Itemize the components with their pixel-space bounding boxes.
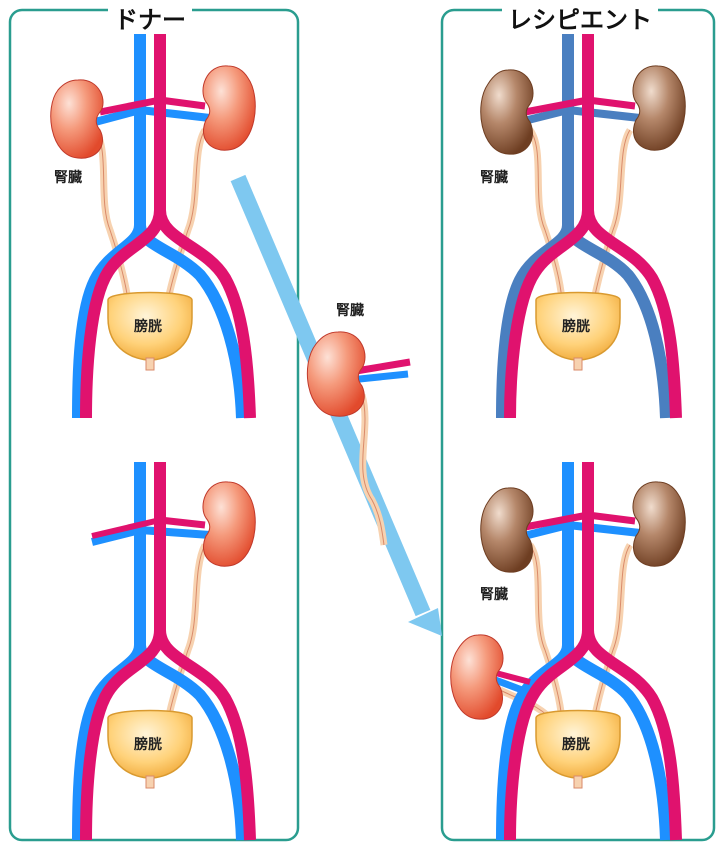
kidney-label-recipient-top: 腎臓: [480, 167, 508, 187]
recipient-title: レシピエント: [502, 6, 658, 34]
bladder-label-donor-bottom: 膀胱: [134, 734, 162, 754]
recipient-top-anatomy: [481, 20, 686, 418]
bladder-label-donor-top: 膀胱: [134, 316, 162, 336]
bladder-label-recipient-top: 膀胱: [562, 316, 590, 336]
donor-bottom-anatomy: [78, 462, 255, 840]
kidney-label-donor: 腎臓: [54, 167, 82, 187]
recipient-bottom-anatomy: [451, 462, 686, 840]
donor-top-anatomy: [51, 20, 256, 418]
bladder-label-recipient-bottom: 膀胱: [562, 734, 590, 754]
kidney-label-transfer: 腎臓: [336, 300, 364, 320]
transplant-kidney: [307, 332, 410, 545]
donor-title: ドナー: [108, 6, 192, 34]
kidney-label-recipient-bottom: 腎臓: [480, 584, 508, 604]
